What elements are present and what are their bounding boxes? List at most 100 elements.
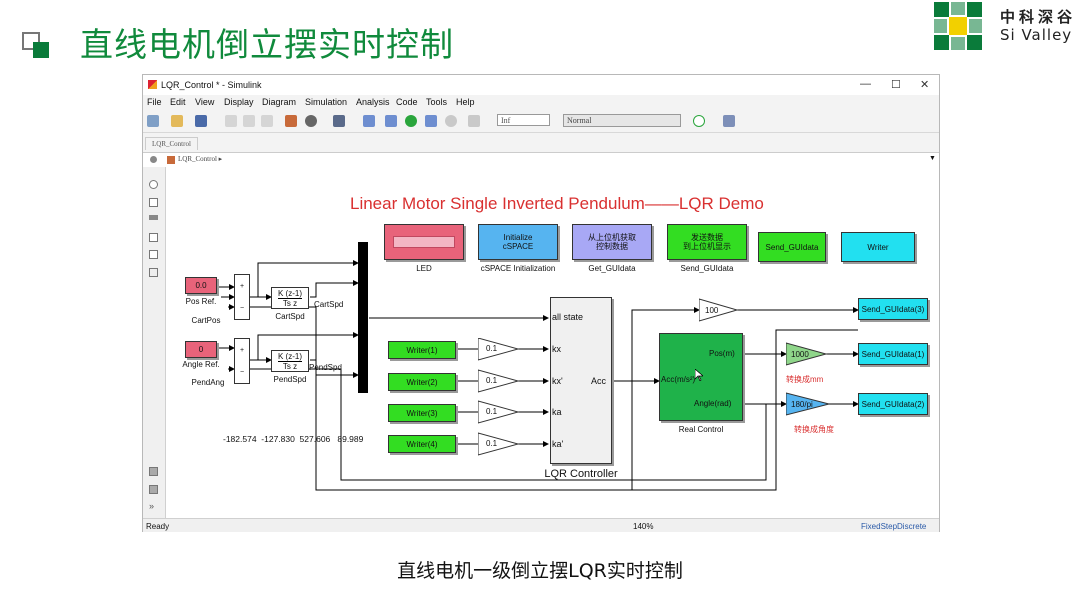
gain-1000-value: 1000 (791, 350, 809, 359)
status-solver[interactable]: FixedStepDiscrete (861, 522, 927, 531)
status-bar: Ready 140% FixedStepDiscrete (143, 518, 939, 532)
send-guidata-2-block[interactable]: Send_GUIdata(2) (858, 393, 928, 415)
address-dropdown-icon[interactable]: ▼ (929, 155, 936, 162)
stop-time-input[interactable]: Inf (497, 114, 550, 126)
sum-pos-minus: − (239, 304, 245, 312)
gain-180pi-triangle[interactable] (786, 392, 831, 416)
cspace-init-text1: Initialize (503, 233, 533, 242)
step-back-icon[interactable] (385, 115, 397, 127)
menu-diagram[interactable]: Diagram (262, 97, 297, 107)
new-model-icon[interactable] (147, 115, 159, 127)
minimize-button[interactable]: — (860, 78, 871, 90)
writer-button[interactable]: Writer (841, 232, 915, 262)
cartspd-tf-den: Ts z (282, 298, 298, 308)
arrow-icon[interactable] (149, 215, 158, 220)
send-guidata-button[interactable]: Send_GUIdata (758, 232, 826, 262)
diagram-title: Linear Motor Single Inverted Pendulum——L… (350, 194, 764, 213)
simulink-app-icon (148, 80, 157, 89)
model-icon (167, 156, 175, 164)
settings-gear-icon[interactable] (305, 115, 317, 127)
property-inspector-icon[interactable] (149, 485, 158, 494)
writer-4-block[interactable]: Writer(4) (388, 435, 456, 453)
gain-100-value: 100 (705, 306, 719, 315)
library-browser-icon[interactable] (285, 115, 297, 127)
writer-1-block[interactable]: Writer(1) (388, 341, 456, 359)
menu-display[interactable]: Display (224, 97, 254, 107)
connect-icon[interactable] (363, 115, 375, 127)
close-button[interactable]: ✕ (920, 79, 930, 91)
led-block[interactable] (384, 224, 464, 260)
model-canvas[interactable]: Linear Motor Single Inverted Pendulum——L… (166, 167, 939, 518)
gain-4-value: 0.1 (486, 439, 498, 448)
pendspd-tf-den: Ts z (282, 361, 298, 371)
writer-2-block[interactable]: Writer(2) (388, 373, 456, 391)
save-icon[interactable] (195, 115, 207, 127)
send-guidata-1-block[interactable]: Send_GUIdata(1) (858, 343, 928, 365)
annotation-icon[interactable] (149, 233, 158, 242)
sum-angle-minus: − (239, 368, 245, 376)
menu-bar: File Edit View Display Diagram Simulatio… (143, 95, 939, 110)
lqr-controller-label: LQR Controller (544, 468, 618, 480)
expand-icon[interactable]: » (149, 501, 155, 511)
menu-file[interactable]: File (147, 97, 162, 107)
writer-gain-triangles[interactable] (478, 338, 520, 458)
zoom-icon[interactable] (149, 180, 158, 189)
fit-view-icon[interactable] (149, 198, 158, 207)
run-icon[interactable] (405, 115, 417, 127)
cspace-init-block[interactable]: Initialize cSPACE (478, 224, 558, 260)
tab-strip: LQR_Control (143, 137, 939, 150)
simulation-mode-select[interactable]: Normal (563, 114, 681, 127)
scope-icon[interactable] (468, 115, 480, 127)
address-bar: LQR_Control ▸ ▼ (143, 152, 939, 168)
get-guidata-block[interactable]: 从上位机获取 控制数据 (572, 224, 652, 260)
menu-simulation[interactable]: Simulation (305, 97, 348, 107)
maximize-button[interactable]: ☐ (891, 79, 901, 91)
sum-block-pos[interactable]: + − (234, 274, 250, 320)
menu-edit[interactable]: Edit (170, 97, 186, 107)
menu-view[interactable]: View (195, 97, 215, 107)
real-control-output-angle: Angle(rad) (694, 399, 732, 408)
up-icon[interactable] (261, 115, 273, 127)
gain-100-triangle[interactable] (699, 298, 739, 322)
send-guidata-subsystem[interactable]: 发送数据 到上位机显示 (667, 224, 747, 260)
slide-title: 直线电机倒立摆实时控制 (80, 25, 454, 64)
angle-ref-constant[interactable]: 0 (185, 341, 217, 358)
menu-help[interactable]: Help (456, 97, 475, 107)
camera-icon[interactable] (149, 467, 158, 476)
check-icon[interactable] (693, 115, 705, 127)
pos-ref-constant[interactable]: 0.0 (185, 277, 217, 294)
send-guidata-label: Send_GUIdata (680, 264, 734, 273)
gain-3-value: 0.1 (486, 407, 498, 416)
palette-sidebar: » (143, 167, 166, 518)
image-icon[interactable] (149, 250, 158, 259)
model-explorer-icon[interactable] (333, 115, 345, 127)
address-path[interactable]: LQR_Control ▸ (178, 155, 223, 163)
cartspd-tf-block[interactable]: K (z-1) Ts z (271, 287, 309, 309)
menu-analysis[interactable]: Analysis (356, 97, 390, 107)
sum-pos-plus: + (239, 282, 245, 290)
mux-block[interactable] (358, 242, 368, 393)
real-control-block[interactable] (659, 333, 743, 421)
menu-code[interactable]: Code (396, 97, 418, 107)
get-guidata-label: Get_GUIdata (588, 264, 636, 273)
tab-lqr-control[interactable]: LQR_Control (145, 137, 198, 150)
stop-icon[interactable] (445, 115, 457, 127)
gain-1000-triangle[interactable] (786, 342, 828, 366)
lqr-controller-block[interactable] (550, 297, 612, 464)
writer-3-block[interactable]: Writer(3) (388, 404, 456, 422)
step-forward-icon[interactable] (425, 115, 437, 127)
slide-bullet-fill (33, 42, 49, 58)
area-icon[interactable] (149, 268, 158, 277)
explorer-toggle-icon[interactable] (150, 156, 157, 163)
slide-bullet-icon (22, 32, 40, 50)
led-panel-icon (393, 236, 455, 248)
pendspd-tf-block[interactable]: K (z-1) Ts z (271, 350, 309, 372)
sum-block-angle[interactable]: + − (234, 338, 250, 384)
back-icon[interactable] (225, 115, 237, 127)
open-folder-icon[interactable] (171, 115, 183, 127)
send-guidata-3-block[interactable]: Send_GUIdata(3) (858, 298, 928, 320)
menu-tools[interactable]: Tools (426, 97, 448, 107)
forward-icon[interactable] (243, 115, 255, 127)
k-values-annotation: -182.574 -127.830 527.606 89.989 (223, 434, 364, 444)
grid-icon[interactable] (723, 115, 735, 127)
